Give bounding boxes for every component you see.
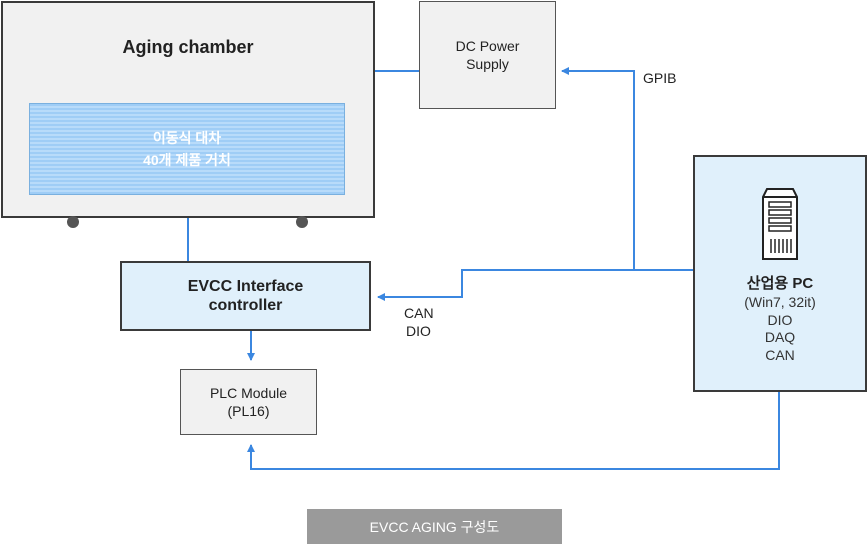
dio-label: DIO: [406, 323, 431, 339]
pc-spec-line: (Win7, 32it): [744, 294, 816, 310]
plc-line-1: PLC Module: [209, 385, 288, 401]
gpib-label: GPIB: [643, 70, 677, 86]
pc-spec-line: CAN: [765, 346, 795, 363]
server-icon: [762, 188, 798, 260]
chamber-wheel-right: [296, 216, 308, 228]
plc-line-2: (PL16): [227, 403, 270, 419]
aging-chamber-title: Aging chamber: [122, 37, 254, 57]
mobile-cart: 이동식 대차 40개 제품 거치: [29, 103, 345, 195]
pc-to-evcc-can-line: [377, 269, 634, 301]
pc-spec-line: DIO: [767, 311, 793, 328]
cart-line-1: 이동식 대차: [152, 130, 222, 146]
evcc-line-1: EVCC Interface: [187, 278, 304, 295]
dc-power-line-2: Supply: [466, 56, 509, 72]
pc-spec-line: DAQ: [764, 329, 796, 345]
pc-to-plc-line: [247, 392, 780, 470]
chamber-wheel-left: [67, 216, 79, 228]
pc-to-dcps-gpib-line: [561, 67, 693, 271]
pc-text-block: 산업용 PC (Win7, 32it) DIO DAQ CAN: [695, 274, 865, 364]
can-label: CAN: [404, 305, 434, 321]
dc-power-line-1: DC Power: [455, 38, 520, 54]
dc-power-supply: DC Power Supply: [419, 1, 556, 109]
evcc-interface-controller: EVCC Interface controller: [120, 261, 371, 331]
cart-line-2: 40개 제품 거치: [143, 152, 231, 168]
diagram-caption: EVCC AGING 구성도: [307, 509, 562, 544]
industrial-pc: 산업용 PC (Win7, 32it) DIO DAQ CAN: [693, 155, 867, 392]
plc-module: PLC Module (PL16): [180, 369, 317, 435]
pc-title: 산업용 PC: [746, 275, 814, 292]
evcc-line-2: controller: [208, 297, 283, 314]
